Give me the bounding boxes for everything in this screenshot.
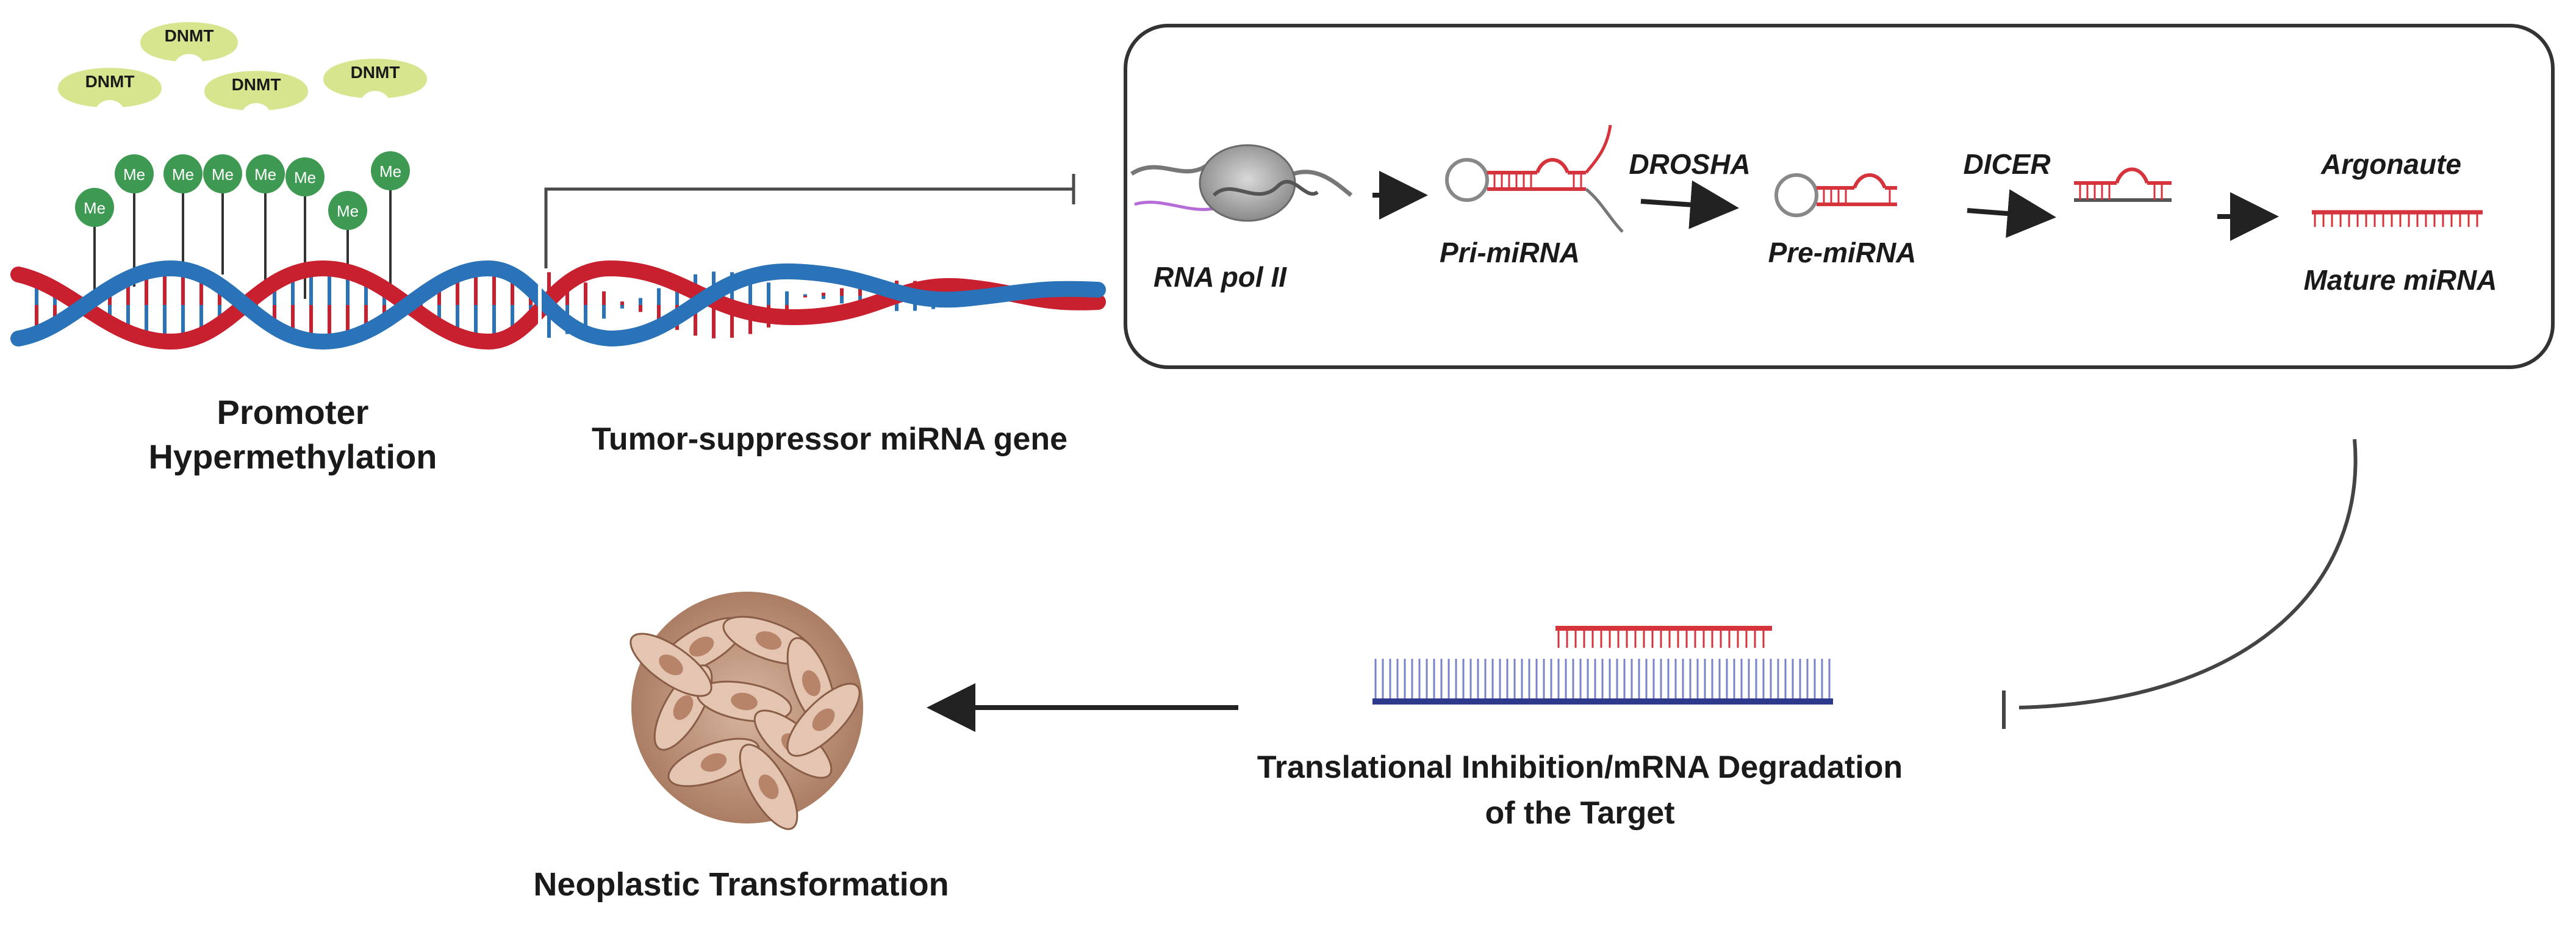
arrow-drosha — [1640, 180, 1739, 229]
mature-mirna-label: Mature miRNA — [2304, 264, 2497, 296]
methyl-group: Me — [115, 154, 154, 193]
pre-mirna-label: Pre-miRNA — [1768, 237, 1917, 268]
methyl-label: Me — [212, 165, 234, 184]
pri-mirna-label: Pri-miRNA — [1440, 237, 1580, 268]
dnmt-label: DNMT — [85, 72, 135, 91]
methyl-label: Me — [379, 162, 401, 181]
methyl-group: Me — [328, 191, 367, 230]
methyl-group: Me — [163, 154, 203, 193]
dnmt-group: DNMT DNMT DNMT DNMT — [58, 22, 427, 116]
neoplastic-cell-cluster — [630, 592, 863, 830]
methyl-group: Me — [285, 157, 325, 196]
dna-strand-red — [10, 260, 1106, 350]
methyl-label: Me — [172, 165, 194, 184]
dnmt-enzyme: DNMT — [58, 68, 162, 113]
dnmt-label: DNMT — [232, 75, 281, 94]
dnmt-enzyme: DNMT — [140, 22, 238, 66]
methyl-label: Me — [294, 168, 316, 187]
promoter-label-line2: Hypermethylation — [149, 437, 437, 476]
drosha-label: DROSHA — [1629, 148, 1750, 180]
methyl-label: Me — [123, 165, 145, 184]
methyl-group: Me — [203, 154, 242, 193]
dnmt-label: DNMT — [165, 26, 214, 45]
dnmt-enzyme: DNMT — [323, 59, 427, 104]
dna-strand-blue — [10, 260, 1106, 350]
dna-helix — [10, 256, 1106, 354]
methyl-group: Me — [371, 151, 410, 190]
methyl-group: Me — [75, 188, 114, 227]
methyl-label: Me — [254, 165, 276, 184]
tumor-cell — [739, 744, 798, 830]
rna-pol-ii-complex — [1130, 144, 1353, 222]
methyl-group: Me — [246, 154, 285, 193]
mirna-duplex — [2074, 167, 2172, 202]
dicer-label: DICER — [1963, 148, 2050, 180]
mature-mirna — [2312, 210, 2483, 227]
tumor-cell — [667, 737, 760, 787]
promoter-label-line1: Promoter — [217, 393, 369, 431]
dnmt-label: DNMT — [351, 63, 400, 82]
mirna-mrna-complex — [1372, 626, 1833, 705]
tumor-cell — [786, 683, 861, 757]
mirna-biogenesis-panel: RNA pol II Pri-miRNA DROSHA — [1124, 24, 2555, 369]
methyl-circles: Me Me Me Me Me Me Me Me — [75, 151, 410, 230]
dnmt-enzyme: DNMT — [204, 71, 308, 116]
promoter-inhibition-line — [544, 174, 1075, 268]
pre-mirna-hairpin — [1774, 173, 1897, 217]
methyl-label: Me — [84, 199, 106, 217]
translational-inhibition-label-line2: of the Target — [1485, 795, 1674, 831]
pri-mirna-hairpin — [1445, 124, 1624, 233]
rna-pol-ii-label: RNA pol II — [1153, 261, 1287, 293]
tumor-cell — [630, 633, 712, 697]
tumor-cells — [630, 615, 861, 830]
methyl-label: Me — [337, 202, 359, 220]
mirna-target-inhibition-line — [2002, 439, 2358, 729]
translational-inhibition-label-line1: Translational Inhibition/mRNA Degradatio… — [1257, 750, 1903, 785]
tumor-suppressor-gene-label: Tumor-suppressor miRNA gene — [592, 421, 1067, 457]
argonaute-label: Argonaute — [2320, 148, 2461, 180]
arrow-dicer — [1967, 189, 2056, 238]
neoplastic-transformation-label: Neoplastic Transformation — [533, 866, 949, 903]
